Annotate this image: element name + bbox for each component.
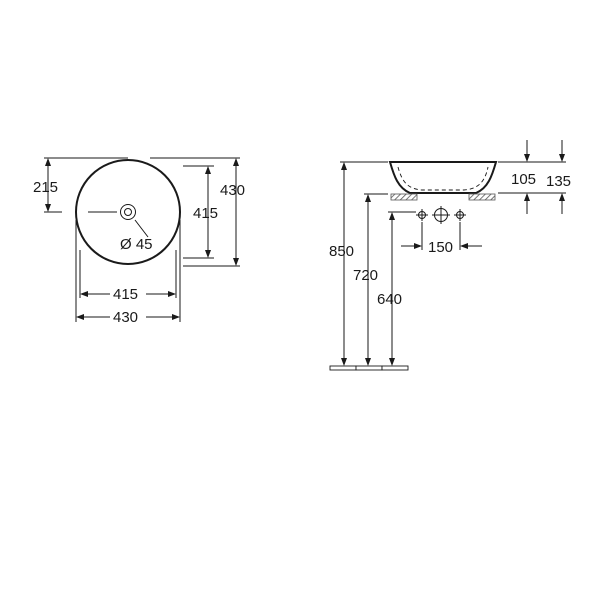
basin-inner-profile <box>397 166 489 191</box>
tap-hole-center-icon <box>432 206 450 224</box>
label-430-horizontal: 430 <box>113 309 138 326</box>
label-105: 105 <box>511 171 536 188</box>
label-215: 215 <box>33 179 58 196</box>
label-150: 150 <box>428 239 453 256</box>
drain-inner-ring <box>124 208 132 216</box>
label-850: 850 <box>329 243 354 260</box>
tap-hole-right-icon <box>454 209 466 221</box>
label-415-vertical: 415 <box>193 205 218 222</box>
countertop-left <box>390 193 418 201</box>
drain-leader <box>134 219 149 238</box>
side-view: 850 720 640 105 135 150 <box>329 140 571 371</box>
basin-outer-circle <box>75 159 181 265</box>
drain-outer-ring <box>120 204 136 220</box>
label-720: 720 <box>353 267 378 284</box>
top-view: 215 415 430 Ø 45 415 430 <box>33 157 245 326</box>
tap-hole-left-icon <box>416 209 428 221</box>
label-135: 135 <box>546 173 571 190</box>
floor-segment-1 <box>329 365 357 371</box>
label-drain-diameter: Ø 45 <box>120 236 153 253</box>
label-640: 640 <box>377 291 402 308</box>
label-430-vertical: 430 <box>220 182 245 199</box>
basin-bowl-profile <box>388 161 498 194</box>
countertop-right <box>468 193 496 201</box>
label-415-horizontal: 415 <box>113 286 138 303</box>
floor-segment-3 <box>381 365 409 371</box>
floor-segment-2 <box>355 365 383 371</box>
